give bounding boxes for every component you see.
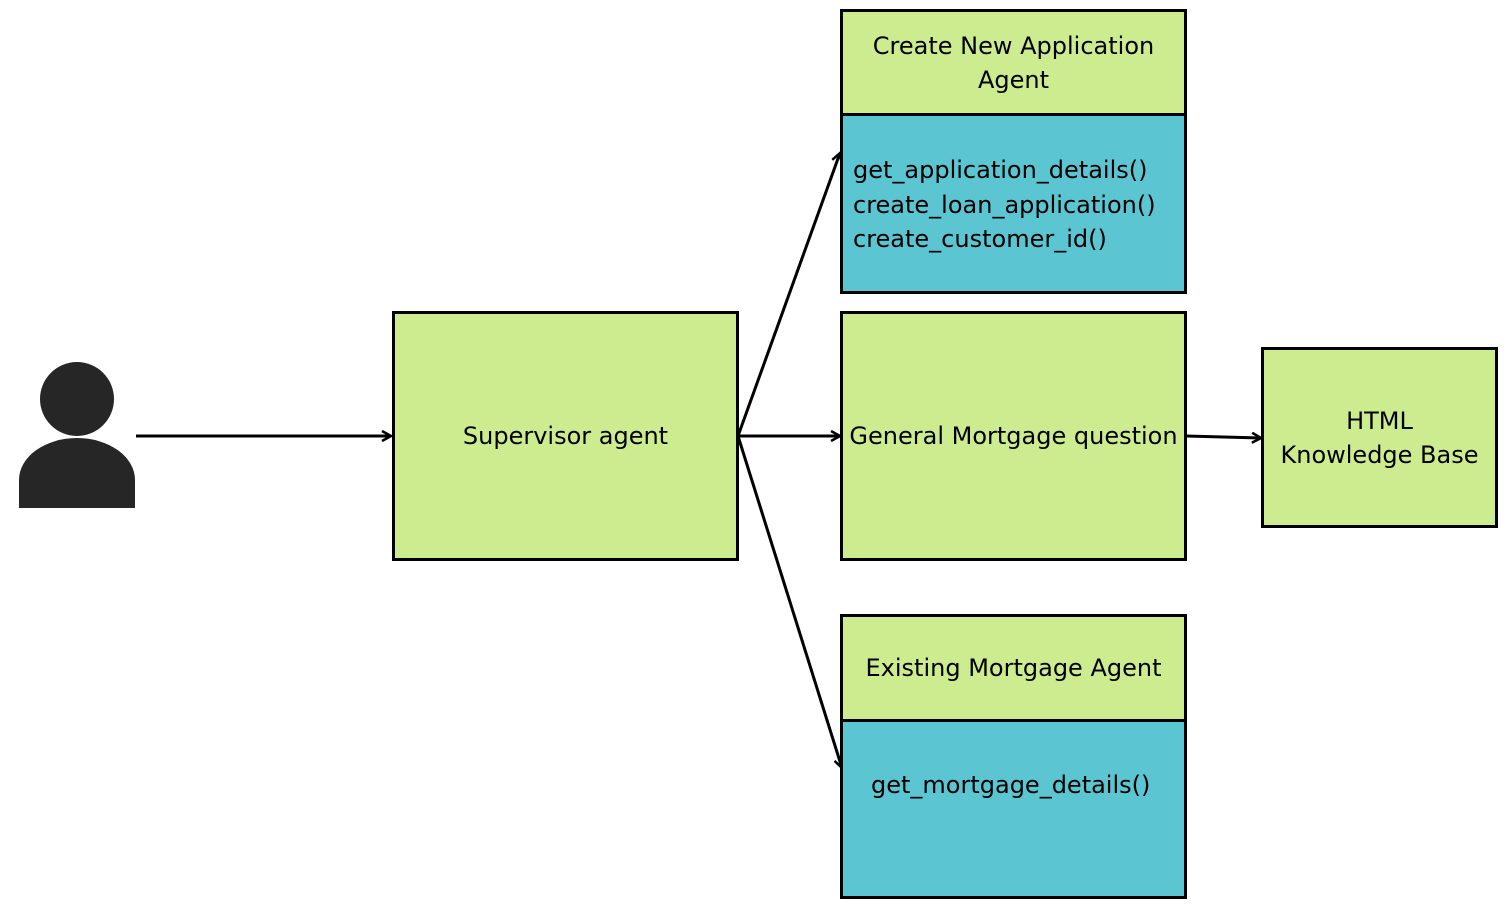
create-app-agent-header: Create New Application Agent: [840, 9, 1187, 116]
general-mortgage-label: General Mortgage question: [849, 422, 1178, 450]
create-app-agent-functions: get_application_details() create_loan_ap…: [840, 113, 1187, 294]
knowledge-base-node: HTML Knowledge Base: [1261, 347, 1498, 528]
arrow-general-to-knowledge: [1185, 436, 1261, 438]
supervisor-agent-node: Supervisor agent: [392, 311, 739, 561]
arrow-supervisor-to-create-app: [736, 153, 840, 437]
existing-mortgage-agent-functions: get_mortgage_details(): [840, 719, 1187, 899]
knowledge-base-label-line1: HTML: [1346, 406, 1413, 435]
function-create-loan-application: create_loan_application(): [853, 190, 1156, 219]
knowledge-base-label-line2: Knowledge Base: [1280, 440, 1479, 469]
person-icon: [18, 362, 136, 510]
arrow-supervisor-to-existing: [736, 435, 842, 768]
supervisor-agent-label: Supervisor agent: [462, 422, 669, 450]
existing-mortgage-agent-header: Existing Mortgage Agent: [840, 614, 1187, 722]
function-get-mortgage-details: get_mortgage_details(): [871, 771, 1151, 799]
create-app-agent-title: Create New Application Agent: [872, 31, 1155, 94]
existing-mortgage-agent-title: Existing Mortgage Agent: [865, 654, 1162, 682]
function-get-application-details: get_application_details(): [853, 156, 1148, 184]
general-mortgage-node: General Mortgage question: [840, 311, 1187, 561]
function-create-customer-id: create_customer_id(): [853, 225, 1107, 253]
